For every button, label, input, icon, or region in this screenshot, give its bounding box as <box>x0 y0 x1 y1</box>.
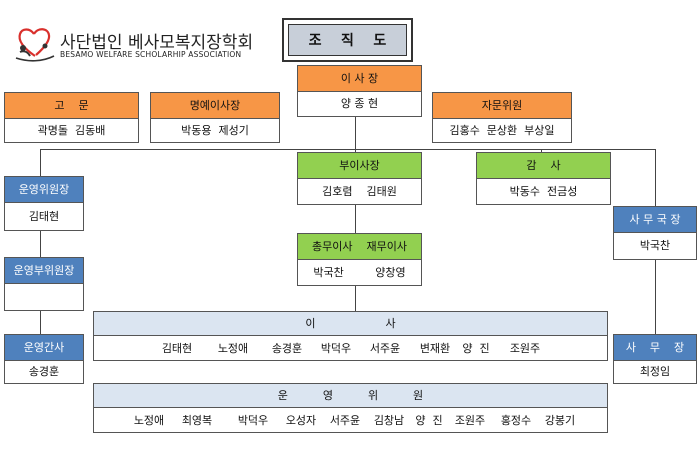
node-members: 최정임 <box>639 365 671 378</box>
member-name: 강봉기 <box>544 414 576 427</box>
node-advisor: 고 문 곽명돌 김동배 <box>4 92 139 143</box>
connector-line <box>655 149 656 206</box>
member-name: 조원주 <box>509 342 541 355</box>
node-chairman: 이 사 장 양 종 현 <box>297 65 422 117</box>
node-members: 김태현 <box>28 210 60 223</box>
connector-line <box>355 204 356 233</box>
node-title: 운 영 위 원 <box>94 384 607 408</box>
node-title: 총무이사 재무이사 <box>298 234 421 260</box>
node-directors: 이 사 김태현 노정애 송경훈 박덕우 서주윤 변재환 양 진 조원주 <box>93 311 608 361</box>
connector-line <box>40 149 41 176</box>
member-name: 최영복 <box>181 414 213 427</box>
node-ops-secretary: 운영간사 송경훈 <box>4 334 84 384</box>
member-name: 김태현 <box>161 342 193 355</box>
node-title: 부이사장 <box>298 153 421 179</box>
directors-member-list: 김태현 노정애 송경훈 박덕우 서주윤 변재환 양 진 조원주 <box>94 336 607 360</box>
logo <box>12 22 58 62</box>
node-members: 양 종 현 <box>340 97 379 110</box>
member-name: 서주윤 <box>369 342 401 355</box>
node-title: 이 사 <box>94 312 607 336</box>
node-members: 곽명돌 김동배 <box>37 124 106 137</box>
connector-line <box>655 259 656 334</box>
node-secretary-general: 사 무 국 장 박국찬 <box>613 206 697 260</box>
node-title: 사 무 장 <box>614 335 696 361</box>
member-name: 노정애 <box>133 414 165 427</box>
node-members: 박동용 제성기 <box>181 124 249 137</box>
member-name: 박덕우 <box>320 342 352 355</box>
node-title: 감 사 <box>477 153 610 179</box>
node-vice-chairman: 부이사장 김호렴 김태원 <box>297 152 422 205</box>
node-ops-vice-chair: 운영부위원장 <box>4 257 84 311</box>
node-title: 운영간사 <box>5 335 83 361</box>
node-members: 김홍수 문상환 부상일 <box>449 124 555 137</box>
member-name: 변재환 <box>419 342 451 355</box>
node-committee: 운 영 위 원 노정애 최영복 박덕우 오성자 서주윤 김창남 양 진 조원주 … <box>93 383 608 433</box>
node-auditor: 감 사 박동수 전금성 <box>476 152 611 205</box>
org-name-ko: 사단법인 베사모복지장학회 <box>60 33 254 53</box>
node-title: 운영위원장 <box>5 177 83 203</box>
node-title: 운영부위원장 <box>5 258 83 284</box>
connector-line <box>355 149 356 152</box>
connector-line <box>355 285 356 311</box>
node-title: 사 무 국 장 <box>614 207 696 233</box>
member-name: 오성자 <box>285 414 317 427</box>
member-name: 조원주 <box>454 414 486 427</box>
member-name: 노정애 <box>217 342 249 355</box>
member-name: 서주윤 <box>329 414 361 427</box>
node-office-manager: 사 무 장 최정임 <box>613 334 697 384</box>
member-name: 홍정수 <box>500 414 532 427</box>
chart-title-box: 조 직 도 <box>282 18 413 62</box>
committee-member-list: 노정애 최영복 박덕우 오성자 서주윤 김창남 양 진 조원주 홍정수 강봉기 <box>94 408 607 432</box>
member-name: 양 진 <box>462 342 490 355</box>
node-title: 명예이사장 <box>151 93 279 119</box>
node-members: 송경훈 <box>28 365 60 378</box>
node-members: 김호렴 김태원 <box>322 185 397 198</box>
connector-line <box>40 149 655 150</box>
node-title: 이 사 장 <box>298 66 421 92</box>
member-name: 양 진 <box>415 414 443 427</box>
logo-heart-icon <box>15 28 55 62</box>
member-name: 박덕우 <box>237 414 269 427</box>
connector-line <box>355 116 356 150</box>
chart-title: 조 직 도 <box>288 24 407 56</box>
node-consulting: 자문위원 김홍수 문상환 부상일 <box>432 92 572 143</box>
member-name: 송경훈 <box>271 342 303 355</box>
node-members: 박국찬 <box>639 239 671 252</box>
member-name: 김창남 <box>373 414 405 427</box>
node-general-treasurer: 총무이사 재무이사 박국찬 양창영 <box>297 233 422 286</box>
org-name-en: BESAMO WELFARE SCHOLARHIP ASSOCIATION <box>60 50 242 59</box>
node-title: 고 문 <box>5 93 138 119</box>
node-honorary-chairman: 명예이사장 박동용 제성기 <box>150 92 280 143</box>
connector-line <box>40 230 41 257</box>
connector-line <box>541 149 542 152</box>
node-ops-chair: 운영위원장 김태현 <box>4 176 84 231</box>
connector-line <box>40 310 41 334</box>
node-members: 박동수 전금성 <box>509 185 578 198</box>
node-members: 박국찬 양창영 <box>313 266 406 279</box>
node-title: 자문위원 <box>433 93 571 119</box>
